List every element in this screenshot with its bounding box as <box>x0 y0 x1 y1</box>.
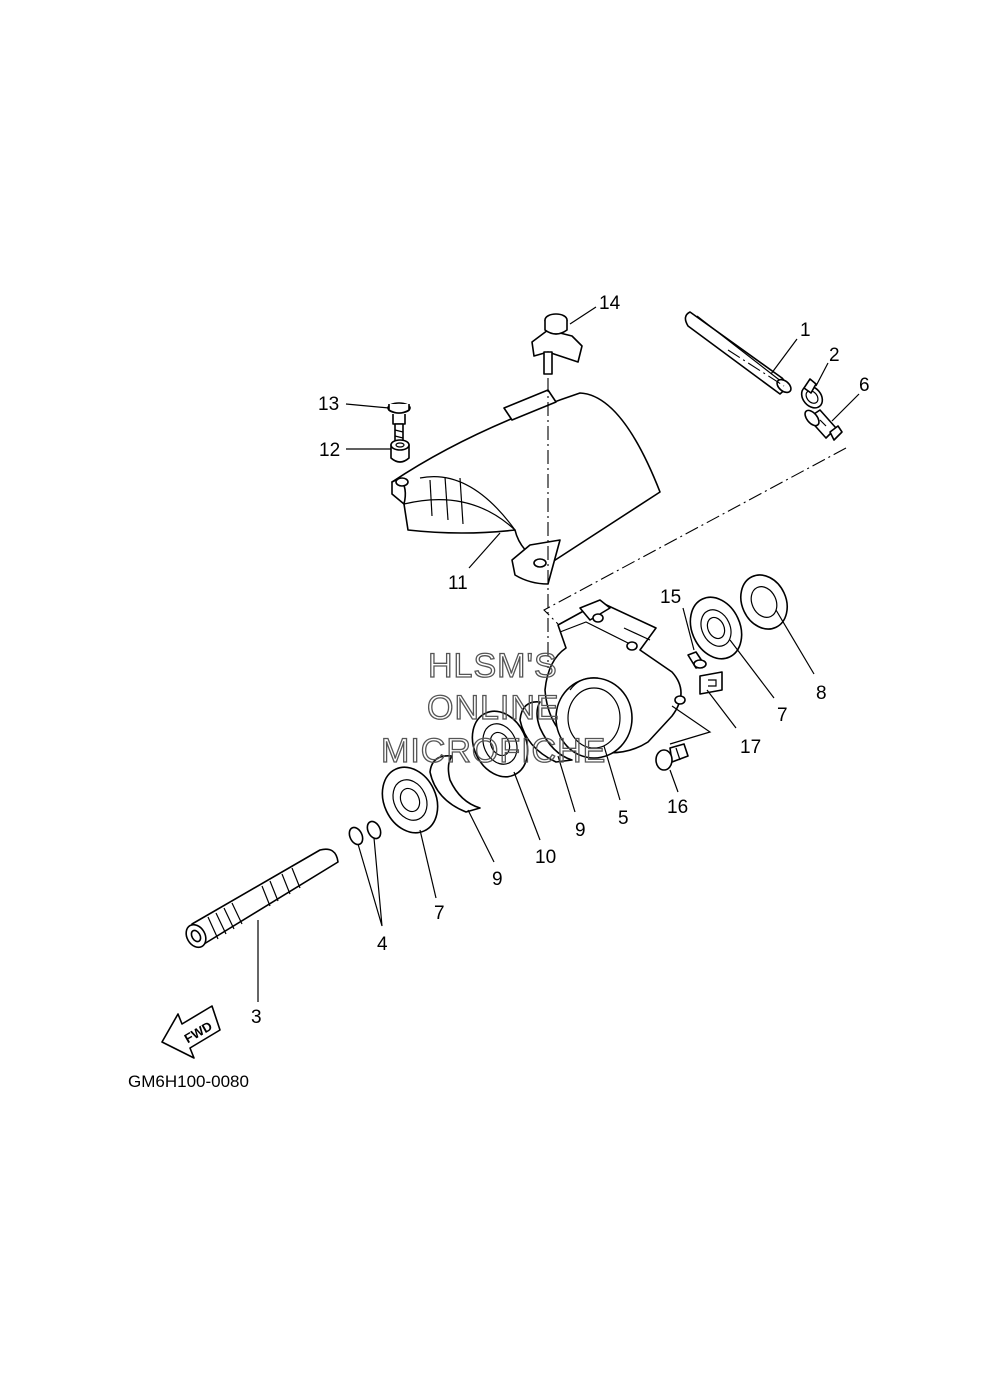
callout-5: 5 <box>618 808 629 829</box>
callout-9-upper: 9 <box>575 820 586 841</box>
bolt-part-16 <box>655 743 689 771</box>
nipple-fitting-part <box>804 409 843 441</box>
bearing-part-10 <box>471 710 529 778</box>
callout-11: 11 <box>448 573 468 594</box>
callout-1: 1 <box>800 320 811 341</box>
hose-clip-part <box>800 378 824 409</box>
assembly-lines <box>543 349 847 668</box>
callout-8: 8 <box>816 683 827 704</box>
callout-7-upper: 7 <box>777 705 788 726</box>
leader-lines <box>257 306 860 1002</box>
callout-numbers: 1 2 6 14 13 12 11 15 8 7 17 16 5 9 10 9 … <box>251 293 870 1028</box>
hose-part <box>684 311 792 395</box>
clip-plate-part <box>699 671 723 695</box>
callout-16: 16 <box>667 797 688 818</box>
oil-seal-part-8 <box>740 574 788 630</box>
bolt-part-13 <box>387 402 411 447</box>
circlip-part-9-upper <box>519 701 573 763</box>
collar-part <box>390 439 410 463</box>
watermark: HLSM'S ONLINE MICROFICHE <box>380 646 606 770</box>
watermark-line-1: HLSM'S <box>428 647 558 685</box>
bearing-part-7-upper <box>689 596 743 660</box>
callout-2: 2 <box>829 345 840 366</box>
circlip-part-9-lower <box>429 755 481 813</box>
callout-14: 14 <box>599 293 621 314</box>
damper-part <box>531 313 583 375</box>
bearing-part-7-lower <box>381 766 439 834</box>
callout-15: 15 <box>660 587 681 608</box>
callout-17: 17 <box>740 737 761 758</box>
callout-12: 12 <box>319 440 340 461</box>
bearing-housing-part <box>544 599 686 759</box>
callout-9-lower: 9 <box>492 869 503 890</box>
callout-4: 4 <box>377 934 388 955</box>
callout-7-lower: 7 <box>434 903 445 924</box>
watermark-line-3: MICROFICHE <box>381 732 606 770</box>
drive-shaft-part <box>185 848 339 949</box>
dowel-pin-part <box>687 651 707 669</box>
cover-part <box>391 389 661 585</box>
o-rings-part <box>348 820 382 846</box>
fwd-direction-arrow: FWD <box>161 1005 221 1059</box>
callout-3: 3 <box>251 1007 262 1028</box>
callout-6: 6 <box>859 375 870 396</box>
callout-13: 13 <box>318 394 339 415</box>
callout-10: 10 <box>535 847 556 868</box>
figure-code: GM6H100-0080 <box>128 1072 249 1091</box>
watermark-line-2: ONLINE <box>427 689 560 727</box>
